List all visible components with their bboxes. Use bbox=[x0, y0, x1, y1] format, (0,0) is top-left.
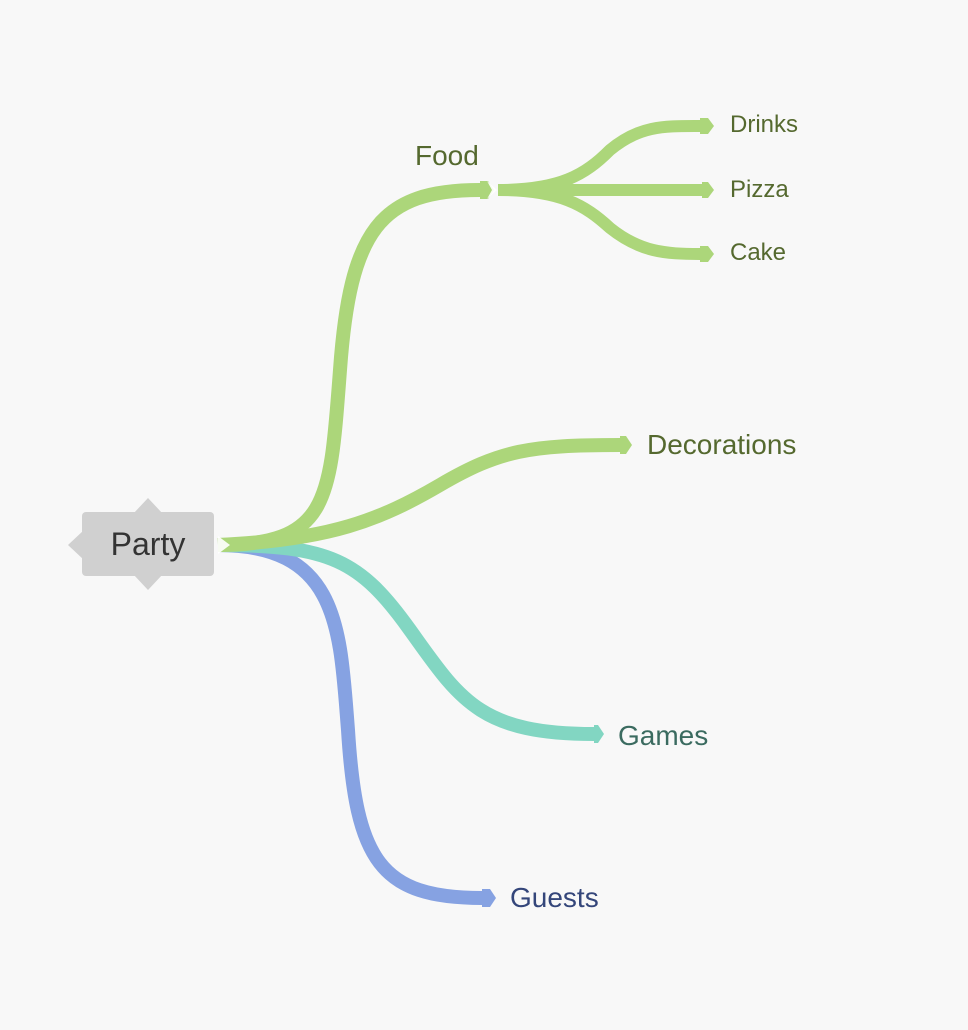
subtopic-cake-label[interactable]: Cake bbox=[730, 239, 786, 266]
connector-cake-arrow bbox=[700, 246, 714, 262]
connector-pizza-arrow bbox=[702, 182, 714, 198]
connector-games-arrow bbox=[594, 725, 604, 743]
connector-decorations bbox=[217, 438, 621, 552]
topic-games-label[interactable]: Games bbox=[618, 720, 708, 751]
connector-food-arrow bbox=[480, 181, 494, 199]
connector-drinks bbox=[497, 119, 701, 196]
root-node-left-arrow bbox=[68, 530, 84, 560]
food-junction-notch bbox=[487, 181, 497, 199]
root-node-label: Party bbox=[111, 526, 186, 562]
root-node[interactable]: Party bbox=[68, 498, 214, 590]
root-junction-notch bbox=[218, 536, 230, 554]
connector-decorations-arrow bbox=[620, 436, 632, 454]
topic-food-label[interactable]: Food bbox=[415, 140, 479, 171]
connector-cake bbox=[497, 184, 701, 260]
connector-guests-arrow bbox=[482, 889, 496, 907]
connector-drinks-arrow bbox=[700, 118, 714, 134]
subtopic-drinks-label[interactable]: Drinks bbox=[730, 111, 798, 138]
root-node-top-arrow bbox=[133, 498, 163, 514]
root-node-bottom-arrow bbox=[133, 574, 163, 590]
connector-guests bbox=[217, 538, 483, 905]
topic-decorations-label[interactable]: Decorations bbox=[647, 429, 796, 460]
topic-guests-label[interactable]: Guests bbox=[510, 882, 599, 913]
connector-food bbox=[217, 183, 481, 552]
branch-connectors bbox=[217, 118, 714, 907]
subtopic-pizza-label[interactable]: Pizza bbox=[730, 176, 789, 203]
root-node-box bbox=[82, 512, 214, 576]
connector-games bbox=[217, 538, 595, 741]
